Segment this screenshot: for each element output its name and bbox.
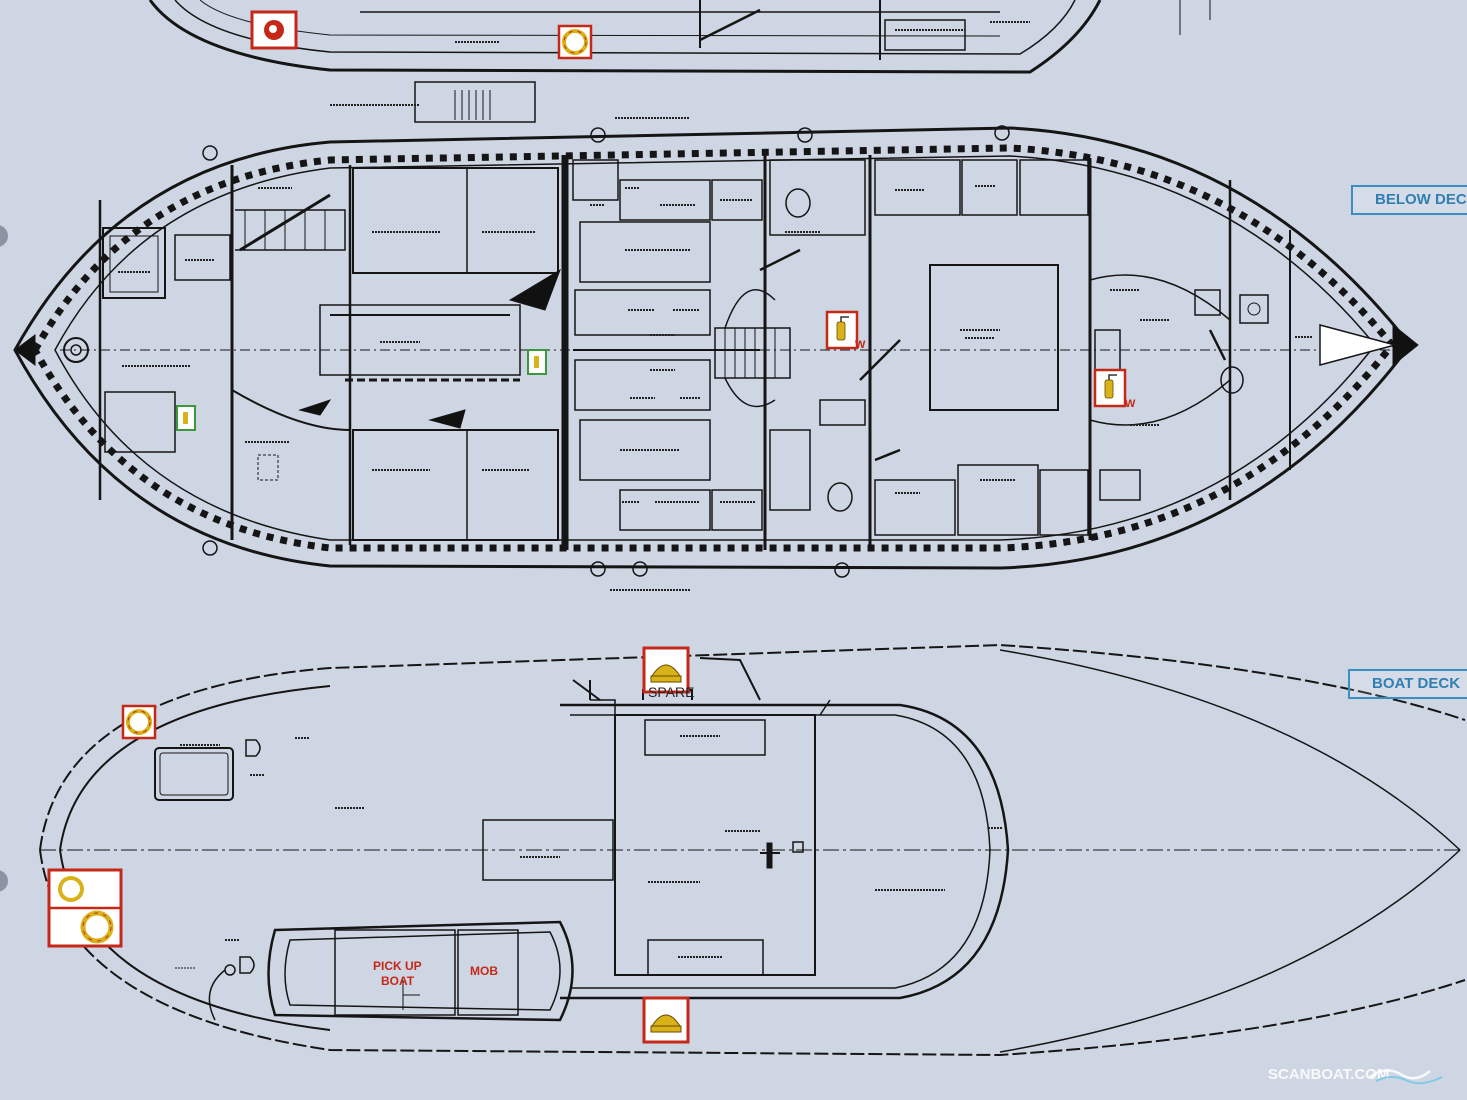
pick-up-boat-label: BOAT [381, 974, 415, 988]
liferaft-icon [642, 996, 690, 1044]
punch-hole [0, 870, 8, 892]
fire-extinguisher-icon [1093, 368, 1127, 408]
pick-up-boat-label: PICK UP [373, 959, 422, 973]
extinguisher-w-label: W [855, 339, 866, 351]
fire-extinguisher-icon [527, 349, 547, 375]
upper-deck-partial [148, 0, 1211, 123]
fire-extinguisher-icon [176, 405, 196, 431]
watermark: SCANBOAT.COM [1266, 1063, 1456, 1087]
below-deck-hull [13, 125, 1419, 578]
punch-hole [0, 225, 8, 247]
fire-extinguisher-icon [825, 310, 859, 350]
room-label-marks [118, 21, 1312, 591]
mob-label: MOB [470, 964, 498, 978]
wave-logo-icon [1369, 1069, 1443, 1085]
lifebuoy-icon [121, 704, 157, 740]
lifebuoy-icon [557, 24, 593, 60]
extinguisher-w-label: W [1125, 398, 1136, 410]
boat-deck-hull [39, 643, 1466, 1057]
lifebuoy-pair [47, 868, 123, 948]
boat-deck-label-marks [180, 735, 1002, 958]
fire-hose-icon [250, 10, 298, 50]
section-label-boat-deck: BOAT DECK [1348, 669, 1467, 699]
spare-label: SPARE [648, 684, 694, 700]
watermark-text: SCANBOAT.COM [1268, 1066, 1390, 1083]
section-label-below-deck: BELOW DECK [1351, 185, 1467, 215]
